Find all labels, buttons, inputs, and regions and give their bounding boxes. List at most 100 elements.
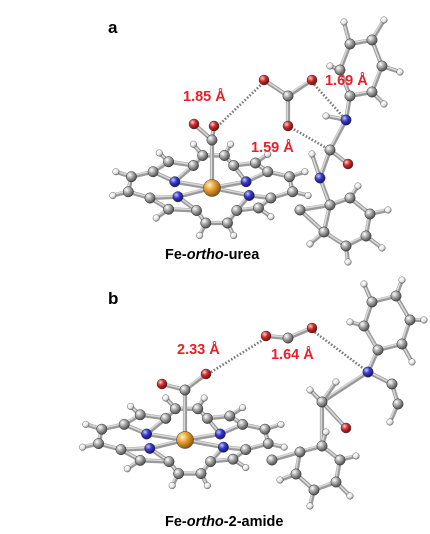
carbon-atom [334, 64, 346, 76]
carbon-atom [366, 296, 378, 308]
carbon-atom [344, 38, 356, 50]
hydrogen-atom [360, 280, 368, 288]
carbon-atom [358, 320, 370, 332]
hydrogen-atom [396, 68, 404, 76]
carbon-atom [122, 186, 134, 198]
hydrogen-atom [109, 192, 117, 199]
hydrogen-atom [408, 358, 416, 366]
hydrogen-atom [276, 476, 284, 484]
carbon-atom [284, 171, 295, 183]
nitrogen-atom [314, 172, 326, 184]
nitrogen-atom [240, 176, 252, 188]
hydrogen-atom [344, 258, 352, 266]
hydrogen-atom [346, 492, 354, 500]
hydrogen-bonds [207, 328, 369, 376]
carbon-atom [366, 34, 378, 46]
carbon-atom [282, 90, 294, 102]
hydrogen-atom [354, 182, 362, 190]
carbon-atom [340, 240, 352, 252]
carbon-atom [195, 468, 207, 480]
carbon-atom [266, 454, 278, 466]
carbon-atom [163, 156, 175, 168]
carbon-atom [360, 230, 372, 242]
carbon-atom [344, 90, 356, 102]
carbon-atom [240, 444, 252, 456]
atoms [79, 276, 428, 510]
iron-atom [176, 431, 194, 449]
hydrogen-bonds [219, 81, 347, 152]
hydrogen-atom [306, 386, 314, 394]
carbon-atom [372, 344, 384, 356]
carbon-atom [197, 150, 209, 161]
oxygen-atom [188, 118, 200, 130]
hydrogen-atom [112, 168, 120, 176]
carbon-atom [231, 205, 243, 216]
carbon-atom [187, 160, 199, 171]
hydrogen-atom [152, 214, 160, 222]
hydrogen-atom [386, 418, 394, 426]
carbon-atom [259, 423, 271, 435]
nitrogen-atom [172, 191, 184, 203]
molecule-fe-ortho-2-amide [79, 276, 428, 510]
carbon-atom [173, 468, 185, 480]
carbon-atom [282, 332, 294, 344]
carbon-atom [334, 454, 346, 466]
carbon-atom [191, 205, 202, 216]
carbon-atom [262, 166, 274, 178]
nitrogen-atom [144, 442, 156, 454]
carbon-atom [344, 192, 356, 204]
carbon-atom [134, 409, 146, 421]
oxygen-atom [342, 158, 354, 170]
hydrogen-bond [287, 124, 331, 152]
carbon-atom [228, 160, 240, 171]
hydrogen-atom [420, 316, 428, 324]
hydrogen-atom [230, 232, 238, 239]
hydrogen-atom [306, 240, 314, 248]
carbon-atom [308, 484, 320, 496]
caption-a: Fe-ortho-urea [165, 247, 260, 263]
carbon-atom [118, 418, 130, 430]
nitrogen-atom [141, 428, 153, 440]
hydrogen-atom [200, 394, 208, 402]
carbon-atom [316, 440, 328, 452]
carbon-atom [386, 378, 398, 390]
carbon-atom [206, 134, 218, 146]
bond-highlight [320, 370, 369, 402]
oxygen-atom [306, 322, 318, 334]
bond [327, 117, 349, 153]
carbon-atom [218, 150, 230, 161]
molecule-fe-ortho-urea [109, 16, 404, 266]
hydrogen-atom [332, 378, 340, 386]
carbon-atom [125, 171, 137, 183]
hydrogen-atom [384, 206, 392, 214]
caption-b: Fe-ortho-2-amide [165, 514, 283, 530]
atoms [109, 16, 404, 266]
oxygen-atom [200, 368, 212, 380]
carbon-atom [201, 412, 213, 424]
hydrogen-atom [123, 465, 131, 473]
hydrogen-bond [207, 336, 267, 376]
bond [319, 369, 371, 405]
carbon-atom [253, 202, 264, 214]
hydrogen-atom [322, 112, 330, 120]
hydrogen-atom [264, 150, 272, 158]
carbon-atom [330, 476, 342, 488]
carbon-atom [179, 384, 191, 396]
iron-atom [203, 179, 221, 197]
hydrogen-atom [308, 150, 316, 158]
carbon-atom [262, 438, 274, 450]
carbon-atom [163, 456, 175, 468]
hydrogen-atom [380, 16, 388, 24]
carbon-atom [249, 157, 261, 169]
hydrogen-atom [155, 149, 163, 157]
carbon-atom [366, 86, 378, 98]
carbon-atom [205, 456, 217, 468]
carbon-atom [237, 418, 249, 430]
carbon-atom [160, 412, 172, 424]
nitrogen-atom [243, 190, 255, 201]
oxygen-atom [258, 74, 270, 86]
hydrogen-atom [203, 482, 211, 490]
hydrogen-atom [346, 318, 354, 326]
carbon-atom [163, 203, 175, 215]
hydrogen-atom [162, 394, 170, 402]
